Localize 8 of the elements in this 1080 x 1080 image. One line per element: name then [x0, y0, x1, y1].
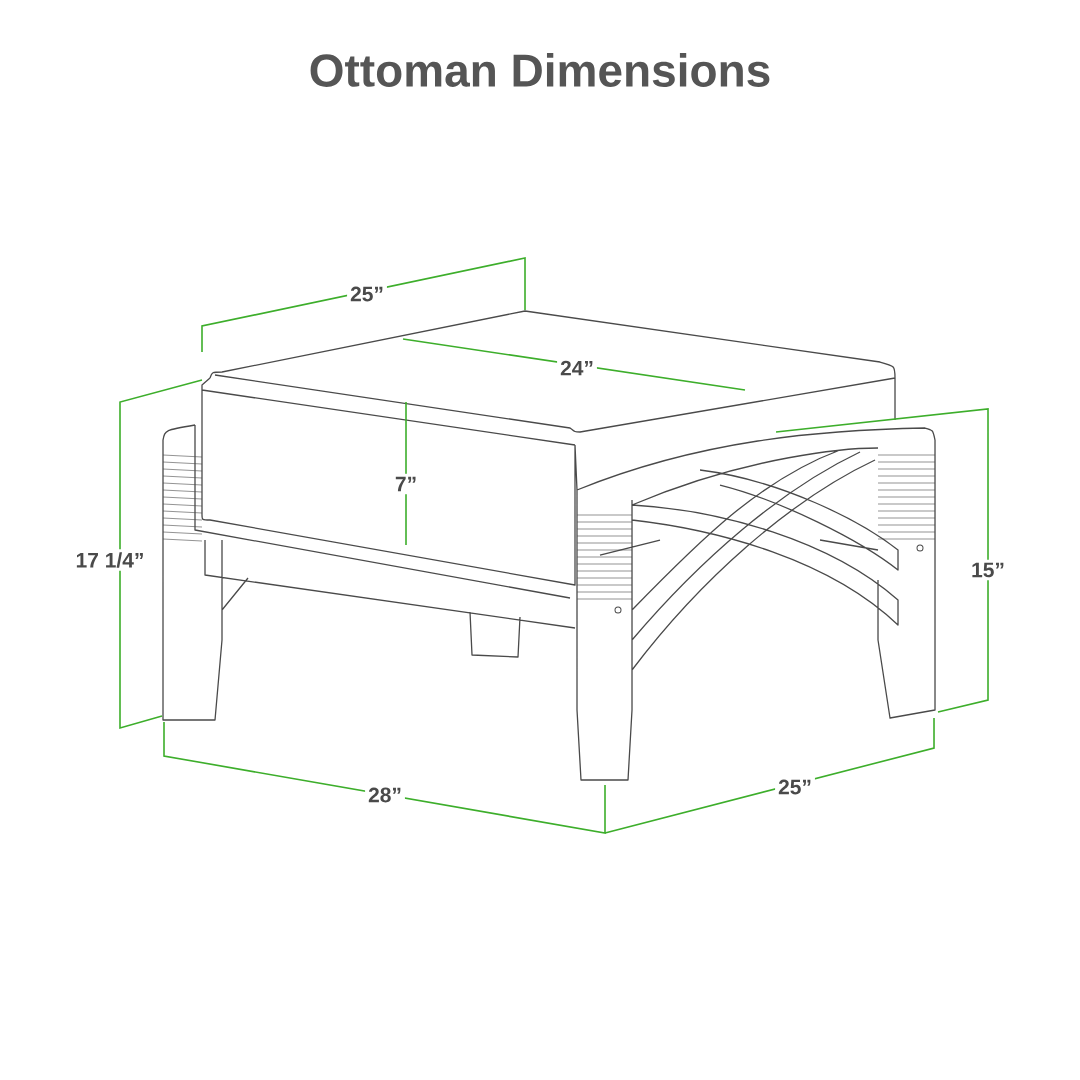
dimension-label: 28” — [365, 784, 405, 806]
dimension-label: 7” — [391, 473, 421, 495]
dimension-label: 25” — [347, 283, 387, 305]
dimension-label: 17 1/4” — [72, 549, 148, 571]
dimension-label: 25” — [775, 776, 815, 798]
dimension-label: 15” — [968, 559, 1008, 581]
dimension-label: 24” — [557, 357, 597, 379]
title: Ottoman Dimensions — [310, 53, 770, 87]
